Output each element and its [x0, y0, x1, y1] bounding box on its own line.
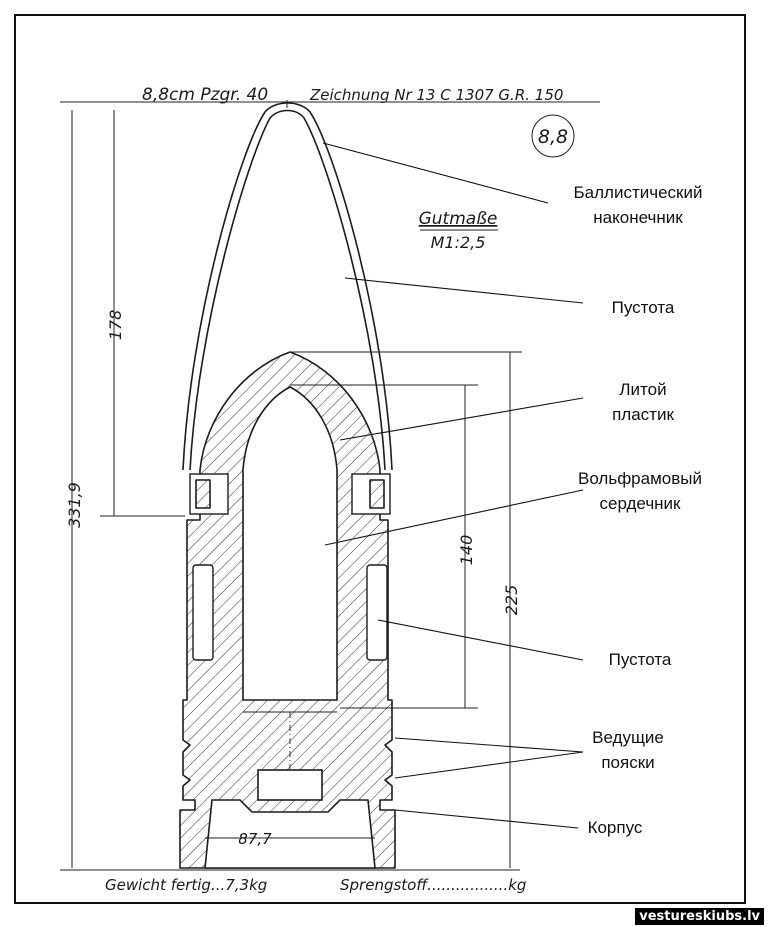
- label-void-top: Пустота: [612, 298, 675, 317]
- dim-core: 140: [457, 535, 476, 566]
- scale-note-ratio: M1:2,5: [431, 233, 486, 252]
- label-plastic-1: Литой: [619, 380, 666, 399]
- header-title-right: Zeichnung Nr 13 C 1307 G.R. 150: [309, 86, 563, 104]
- leader-void-top: [344, 277, 584, 304]
- dim-body: 225: [502, 585, 521, 616]
- label-ballistic-cap-1: Баллистический: [574, 183, 703, 202]
- label-ballistic-cap-2: наконечник: [593, 208, 683, 227]
- dim-nose: 178: [106, 310, 125, 341]
- label-core-2: сердечник: [599, 494, 681, 513]
- caliber-badge-circle: [531, 114, 575, 158]
- label-plastic-2: пластик: [612, 405, 674, 424]
- dim-base-width: 87,7: [238, 830, 272, 848]
- leader-band-1: [394, 737, 584, 753]
- leader-plastic: [339, 397, 584, 441]
- leader-void-bottom: [377, 619, 584, 661]
- label-body: Корпус: [588, 818, 643, 837]
- label-bands-2: пояски: [601, 753, 654, 772]
- label-void-bottom: Пустота: [609, 650, 672, 669]
- dim-overall: 331,9: [65, 482, 84, 528]
- drawing-border: [14, 14, 746, 904]
- ballistic-cap-inner: [189, 109, 386, 471]
- callout-labels: Баллистический наконечник Пустота Литой …: [574, 183, 703, 837]
- leader-body: [394, 809, 579, 829]
- void-right: [366, 564, 388, 661]
- leader-core: [324, 489, 584, 546]
- ring-right-fill: [369, 479, 385, 509]
- leader-band-2: [394, 751, 584, 779]
- leader-ballistic-cap: [322, 142, 549, 204]
- caliber-badge: 8,8: [538, 126, 568, 148]
- base-cavity: [204, 799, 376, 869]
- base-plug: [257, 769, 323, 801]
- footer-weight: Gewicht fertig...7,3kg: [105, 876, 267, 894]
- label-bands-1: Ведущие: [592, 728, 664, 747]
- ring-left-fill: [195, 479, 211, 509]
- footer-explosive: Sprengstoff.................kg: [340, 876, 526, 894]
- scale-note-title: Gutmaße: [419, 209, 498, 229]
- projectile: [179, 100, 396, 869]
- tungsten-core: [242, 386, 338, 701]
- leader-lines: [322, 142, 584, 829]
- watermark: vestureskiubs.lv: [635, 908, 764, 925]
- void-left: [192, 564, 214, 661]
- header-title-left: 8,8cm Pzgr. 40: [142, 85, 268, 105]
- label-core-1: Вольфрамовый: [578, 469, 702, 488]
- dimensions: 331,9 178 140 225 87,7: [60, 101, 522, 871]
